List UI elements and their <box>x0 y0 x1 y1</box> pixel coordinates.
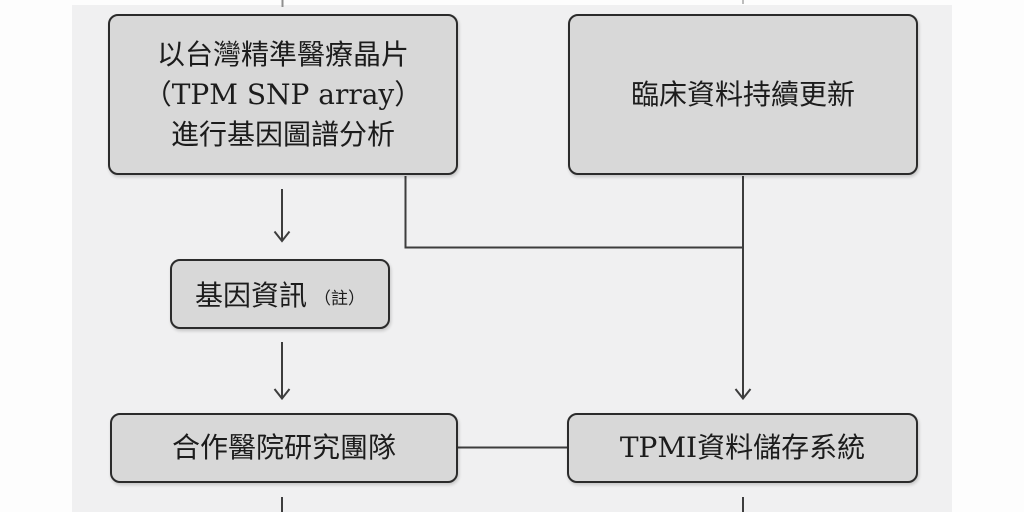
node-text-line: 進行基因圖譜分析 <box>170 117 395 151</box>
note-reference-label: （註） <box>314 288 365 309</box>
node-tpm-chip-analysis: 以台灣精準醫療晶片 （TPM SNP array） 進行基因圖譜分析 <box>108 14 458 175</box>
node-text-line: 基因資訊 <box>194 279 307 312</box>
node-text-line: （TPM SNP array） <box>143 77 423 111</box>
node-tpmi-storage-system: TPMI資料儲存系統 <box>567 413 918 483</box>
node-clinical-data-update: 臨床資料持續更新 <box>568 14 918 175</box>
node-text-line: TPMI資料儲存系統 <box>619 431 866 464</box>
node-genetic-information: 基因資訊 （註） <box>170 259 390 329</box>
node-text-line: 臨床資料持續更新 <box>630 77 855 111</box>
node-hospital-research-team: 合作醫院研究團隊 <box>110 413 458 483</box>
node-text-line: 合作醫院研究團隊 <box>171 431 396 464</box>
node-text-line: 以台灣精準醫療晶片 <box>156 37 409 71</box>
